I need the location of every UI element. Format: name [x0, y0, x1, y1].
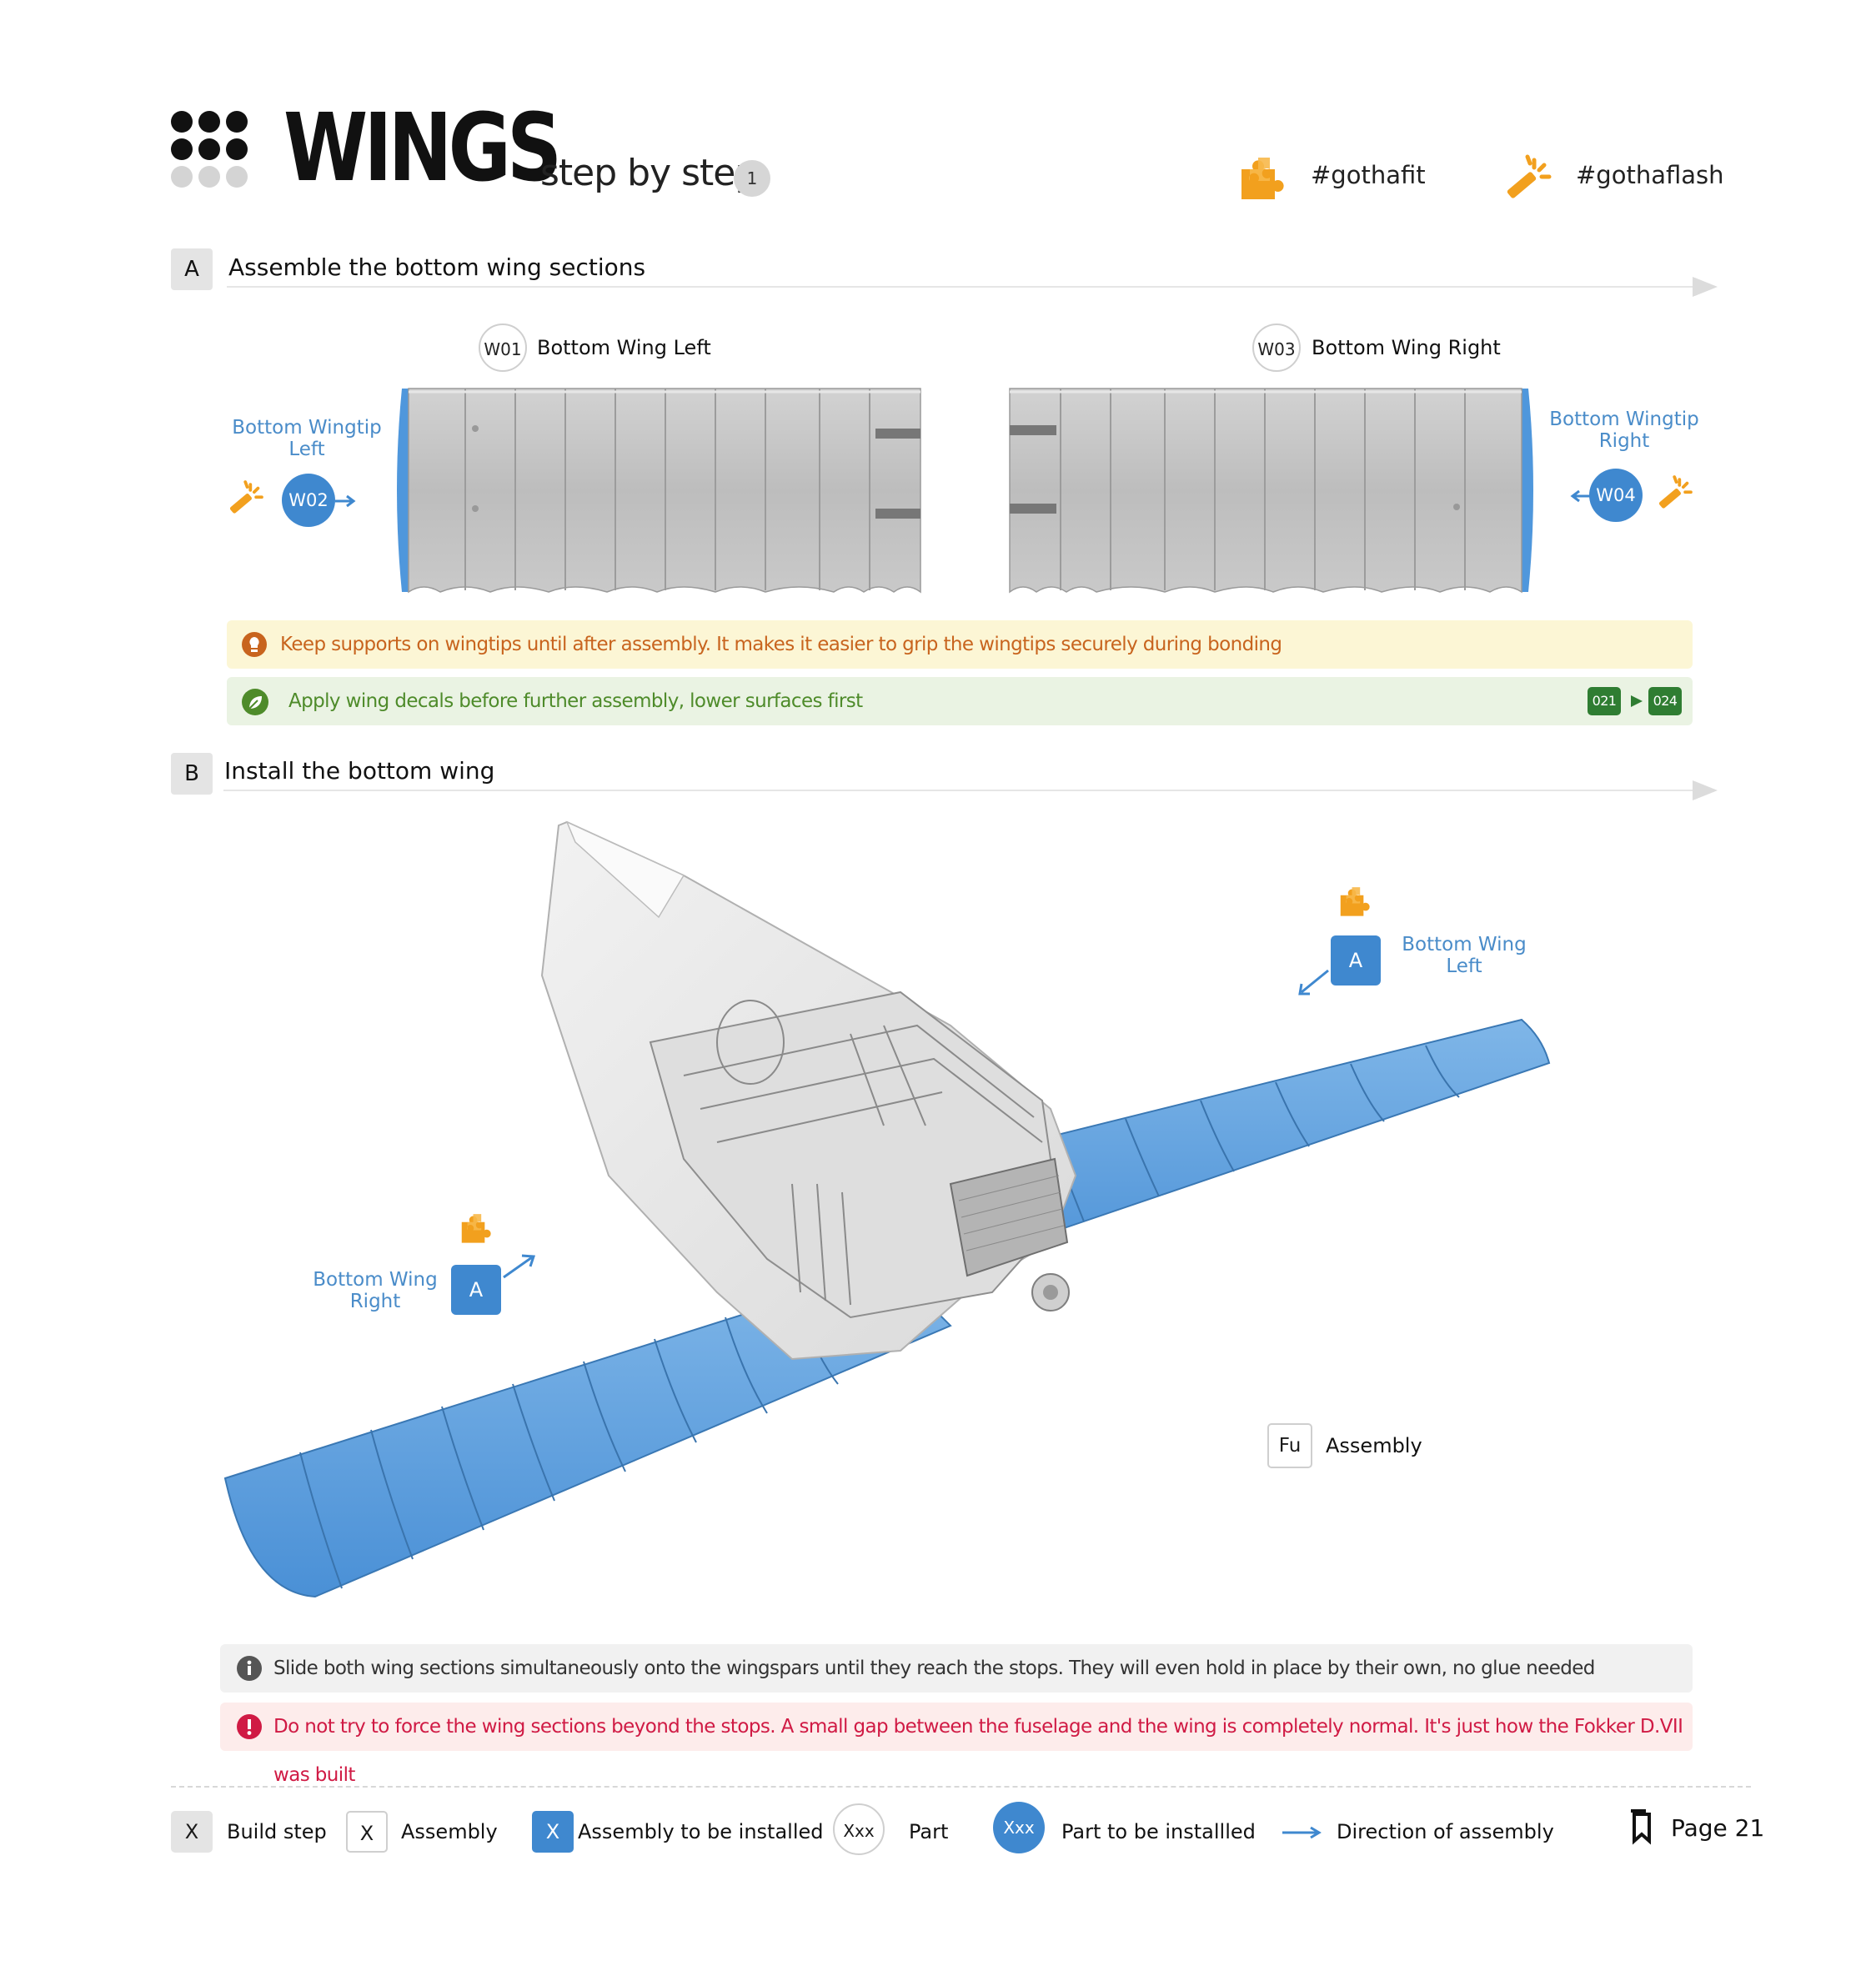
direction-arrow-icon: [335, 494, 356, 508]
decal-to-tag: 024: [1648, 687, 1682, 715]
legend-part-install-symbol: Xxx: [993, 1802, 1045, 1853]
section-b-title: Install the bottom wing: [224, 757, 495, 785]
section-b-rule: [223, 790, 1693, 791]
section-a-title: Assemble the bottom wing sections: [228, 253, 646, 281]
direction-arrow-icon: [1298, 969, 1329, 996]
section-a-rule: [227, 286, 1694, 288]
hashtag-flash: #gothaflash: [1576, 161, 1724, 189]
legend-assembly-symbol: X: [346, 1811, 388, 1853]
legend-build-step-symbol: X: [171, 1811, 213, 1853]
legend-part-label: Part: [909, 1820, 949, 1843]
page-subtitle: step by step: [540, 152, 758, 194]
legend-assembly-install-symbol: X: [532, 1811, 574, 1853]
bookmark-icon: [1631, 1809, 1651, 1845]
part-w01-circle: W01: [479, 323, 527, 372]
legend-part-symbol: Xxx: [833, 1803, 885, 1855]
section-a-letter: A: [171, 248, 213, 290]
assembly-a-right-badge: A: [451, 1265, 501, 1315]
part-w02-circle: W02: [282, 474, 335, 527]
magic-wand-icon: [229, 480, 263, 514]
bottom-wing-left-panel: [397, 388, 921, 594]
decal-note: Apply wing decals before further assembl…: [227, 677, 1693, 725]
section-b-letter: B: [171, 753, 213, 795]
legend-assembly-label: Assembly: [401, 1820, 498, 1843]
part-w01-label: Bottom Wing Left: [537, 336, 711, 359]
puzzle-icon: [1241, 158, 1284, 199]
warning-icon: [237, 1714, 262, 1739]
direction-arrow-icon: [1282, 1826, 1322, 1839]
tip-note: Keep supports on wingtips until after as…: [227, 620, 1693, 669]
legend-part-install-label: Part to be installled: [1061, 1820, 1256, 1843]
part-w04-circle: W04: [1589, 469, 1643, 522]
section-b-arrow-icon: [1693, 780, 1718, 800]
legend-assembly-install-label: Assembly to be installed: [578, 1820, 824, 1843]
legend-divider: [171, 1786, 1751, 1788]
fuselage-assembly-badge: Fu: [1267, 1423, 1312, 1468]
legend-direction-label: Direction of assembly: [1337, 1820, 1554, 1843]
aircraft-assembly-illustration: [223, 820, 1551, 1598]
info-note: Slide both wing sections simultaneously …: [220, 1644, 1693, 1693]
section-a-arrow-icon: [1693, 277, 1718, 297]
direction-arrow-icon: [503, 1254, 536, 1279]
decal-from-tag: 021: [1588, 687, 1621, 715]
decal-leaf-icon: [242, 689, 268, 715]
puzzle-icon: [1340, 887, 1370, 916]
direction-arrow-icon: [1570, 489, 1591, 503]
puzzle-icon: [461, 1214, 491, 1243]
fuselage-assembly-label: Assembly: [1326, 1434, 1422, 1457]
page-title: WINGS: [283, 94, 562, 203]
part-w03-circle: W03: [1252, 323, 1301, 372]
bottom-wing-right-panel: [1009, 388, 1533, 594]
page-number: Page 21: [1671, 1814, 1765, 1842]
magic-wand-icon: [1507, 154, 1552, 198]
legend-build-step-label: Build step: [227, 1820, 327, 1843]
assembly-a-left-badge: A: [1331, 935, 1381, 986]
magic-wand-icon: [1658, 475, 1693, 509]
hashtag-fit: #gothafit: [1311, 161, 1426, 189]
lightbulb-icon: [242, 632, 267, 657]
step-number-badge: 1: [734, 160, 770, 197]
part-w03-label: Bottom Wing Right: [1312, 336, 1501, 359]
warning-note: Do not try to force the wing sections be…: [220, 1703, 1693, 1786]
play-arrow-icon: [1631, 695, 1643, 707]
info-icon: [237, 1656, 262, 1681]
logo-dots-icon: [171, 111, 248, 188]
